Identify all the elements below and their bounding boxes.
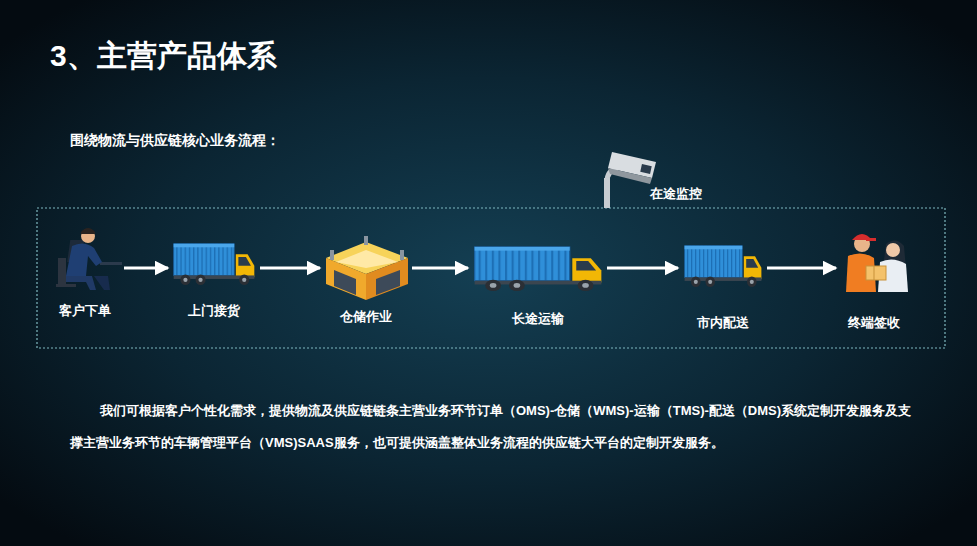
flow-arrow — [607, 267, 678, 270]
process-step: 上门接货 — [170, 226, 258, 320]
camera-icon — [604, 152, 656, 208]
step-label: 长途运输 — [470, 310, 605, 328]
step-label: 客户下单 — [48, 302, 122, 320]
truck-icon — [174, 244, 255, 285]
process-step: 市内配送 — [680, 226, 765, 332]
customer-icon — [56, 228, 122, 290]
warehouse-icon — [326, 236, 408, 300]
flow-arrow — [260, 267, 320, 270]
monitor-label: 在途监控 — [650, 185, 702, 203]
step-label: 上门接货 — [170, 302, 258, 320]
description-paragraph: 我们可根据客户个性化需求，提供物流及供应链链条主营业务环节订单（OMS)-仓储（… — [70, 395, 920, 459]
step-label: 仓储作业 — [322, 308, 410, 326]
process-step: 长途运输 — [470, 226, 605, 328]
process-step: 仓储作业 — [322, 226, 410, 326]
flow-arrow — [124, 267, 168, 270]
truck-icon — [685, 246, 762, 287]
process-frame — [37, 208, 945, 348]
step-label: 市内配送 — [680, 314, 765, 332]
flow-arrow — [412, 267, 468, 270]
delivery-icon — [846, 234, 908, 292]
truck-icon — [475, 247, 602, 291]
flow-arrow — [767, 267, 836, 270]
intro-text: 围绕物流与供应链核心业务流程： — [70, 132, 280, 150]
step-label: 终端签收 — [838, 314, 910, 332]
page-title: 3、主营产品体系 — [50, 36, 277, 77]
process-step: 终端签收 — [838, 226, 910, 332]
process-step: 客户下单 — [48, 226, 122, 320]
